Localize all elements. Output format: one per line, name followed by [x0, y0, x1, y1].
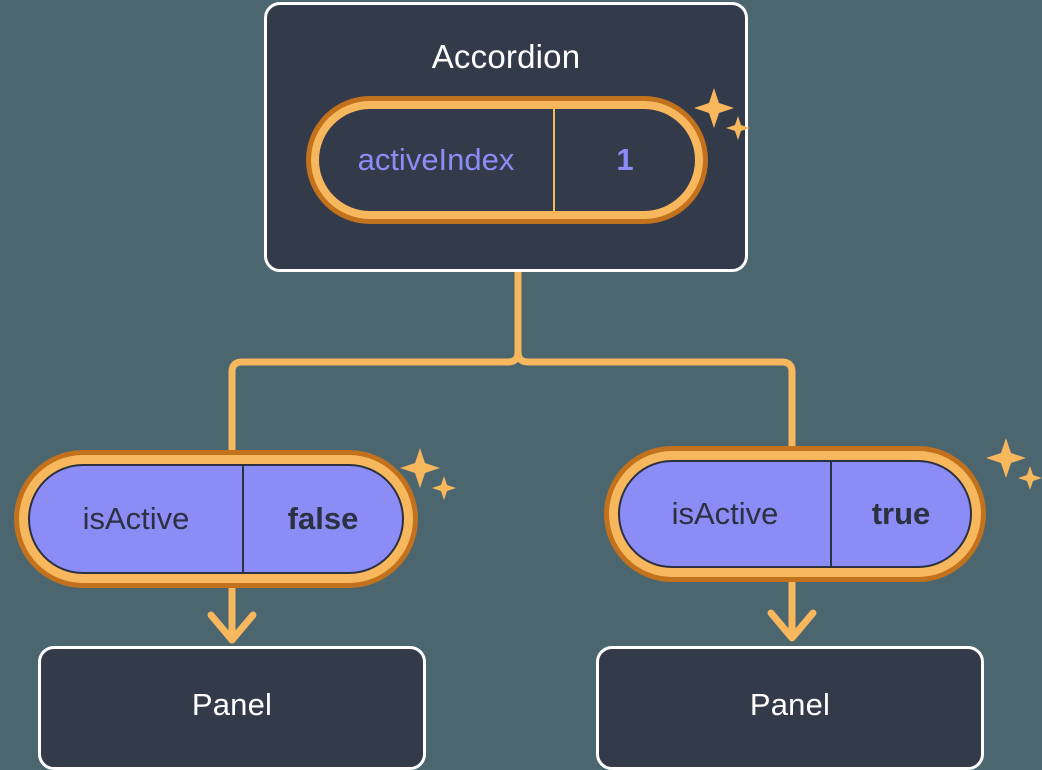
- state-value-label: true: [871, 496, 931, 531]
- state-key-label: activeIndex: [319, 109, 555, 211]
- pill-body: activeIndex 1: [319, 109, 695, 211]
- pill-body: isActive true: [618, 460, 972, 568]
- component-title-panel: Panel: [191, 687, 273, 722]
- arrowhead-left-icon: [207, 611, 257, 644]
- component-card-panel-left[interactable]: Panel: [38, 646, 426, 770]
- state-pill-is-active-true[interactable]: isActive true: [604, 446, 986, 582]
- connector-root-to-left-child: [228, 348, 522, 464]
- state-key-label: isActive: [30, 466, 244, 572]
- pill-body: isActive false: [28, 464, 404, 574]
- state-key-label: isActive: [620, 462, 832, 566]
- arrowhead-right-icon: [767, 609, 817, 642]
- state-pill-active-index[interactable]: activeIndex 1: [306, 96, 708, 224]
- state-value-label: false: [287, 501, 359, 536]
- component-card-panel-right[interactable]: Panel: [596, 646, 984, 770]
- sparkles-icon: [986, 438, 1042, 490]
- connector-root-to-children: [514, 268, 796, 460]
- component-title-panel: Panel: [749, 687, 831, 722]
- state-pill-is-active-false[interactable]: isActive false: [14, 450, 418, 588]
- state-value-label: 1: [616, 142, 634, 177]
- component-title-accordion: Accordion: [431, 38, 581, 75]
